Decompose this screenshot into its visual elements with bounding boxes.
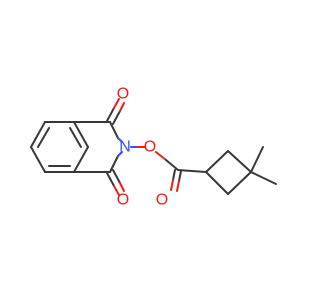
bond-cb-3 [227,171,252,195]
atom-o-top: O [117,86,129,103]
atom-n-center: N [119,139,131,156]
bond-o-cester-a [155,151,167,161]
bond-ar-6 [30,146,46,173]
bond-ar-inner-1 [37,127,50,148]
bond-c1-o-top-1b [113,98,120,109]
bond-c1-o-top-2b [119,102,125,112]
bond-cester-o-2 [178,170,182,182]
bond-c3-n [109,155,119,173]
bond-c3-o-bottom-2b [119,182,125,192]
bond-methyl-1 [250,146,264,173]
molecule-drawing: O N O O O [30,86,277,209]
bond-cb-4 [205,171,229,195]
bond-c3-o-bottom-1b [113,185,120,196]
bond-cester-o-1 [172,169,176,181]
bond-c3-o-bottom-2 [112,169,121,184]
bond-cb-2 [227,150,252,173]
bond-c1-o-top-2 [112,110,121,125]
bond-ar-3 [73,121,89,148]
bond-c1-n [109,121,119,139]
bond-ar-inner-3 [69,127,82,148]
bond-ar-1 [30,121,46,148]
atom-o-carbonyl: O [156,192,168,209]
atom-o-bottom: O [117,192,129,209]
structure-canvas: O N O O O [30,85,277,209]
bond-cb-1 [205,150,229,173]
bond-c1-n-b [117,137,123,143]
atom-o-ester: O [144,139,156,156]
bond-c3-n-b [117,151,123,157]
bond-cester-cb [177,169,207,173]
bond-cester-o-1b [170,179,174,191]
bond-ar-4 [73,146,89,173]
bond-methyl-2 [250,171,277,185]
bond-o-cester-b [165,159,179,171]
bond-c1-o-top-1 [106,107,115,122]
bond-cester-o-2b [176,180,180,192]
bond-c3-o-bottom-1 [106,172,115,187]
